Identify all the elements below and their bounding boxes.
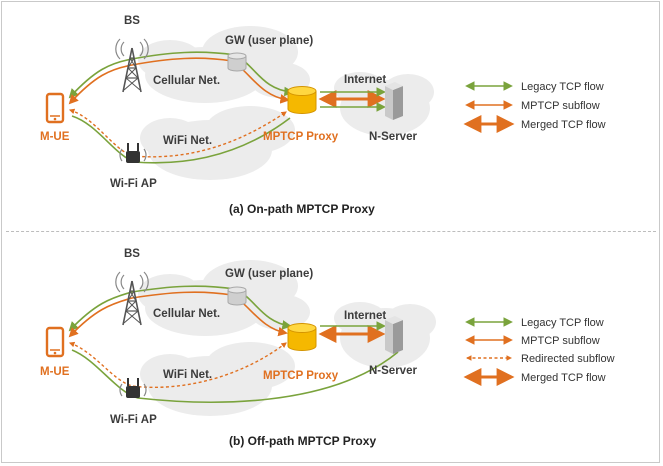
legend-a-legacy: Legacy TCP flow bbox=[521, 81, 604, 93]
wifi-ap-icon bbox=[119, 142, 147, 164]
proxy-label: MPTCP Proxy bbox=[263, 370, 339, 382]
gateway-cylinder-icon bbox=[227, 52, 247, 72]
mptcp-subflow-cellular bbox=[68, 291, 288, 338]
legacy-flow-wifi bbox=[71, 349, 399, 403]
wifi-net-label: WiFi Net. bbox=[163, 135, 212, 147]
legend-a-mptcp: MPTCP subflow bbox=[521, 100, 600, 112]
cellular-label: Cellular Net. bbox=[153, 75, 220, 87]
nserver-label: N-Server bbox=[369, 365, 417, 377]
legend-b-merged: Merged TCP flow bbox=[521, 372, 606, 384]
legacy-flow-wifi bbox=[71, 115, 291, 164]
phone-icon bbox=[45, 326, 65, 358]
wifi-cloud-icon bbox=[140, 342, 295, 416]
proxy-label: MPTCP Proxy bbox=[263, 131, 339, 143]
wifi-ap-label: Wi-Fi AP bbox=[110, 178, 157, 190]
bs-label: BS bbox=[124, 248, 140, 260]
proxy-cylinder-icon bbox=[287, 323, 317, 351]
nserver-label: N-Server bbox=[369, 131, 417, 143]
panel-b: BS GW (user plane) Cellular Net. Interne… bbox=[40, 248, 615, 448]
bs-label: BS bbox=[124, 15, 140, 27]
mue-label: M-UE bbox=[40, 366, 70, 378]
cellular-label: Cellular Net. bbox=[153, 308, 220, 320]
panel-divider bbox=[6, 231, 656, 232]
mptcp-subflow-cellular bbox=[68, 57, 290, 105]
mue-label: M-UE bbox=[40, 131, 70, 143]
legacy-flow-cellular bbox=[68, 51, 294, 99]
legend-b: Legacy TCP flow MPTCP subflow Redirected… bbox=[463, 317, 615, 386]
phone-icon bbox=[45, 92, 65, 124]
redirected-subflow bbox=[68, 341, 287, 389]
wifi-net-label: WiFi Net. bbox=[163, 369, 212, 381]
wifi-ap-label: Wi-Fi AP bbox=[110, 414, 157, 426]
legend-a: Legacy TCP flow MPTCP subflow Merged TCP… bbox=[463, 81, 606, 133]
server-icon bbox=[385, 82, 403, 120]
legend-b-mptcp: MPTCP subflow bbox=[521, 335, 600, 347]
panel-a: BS GW (user plane) Cellular Net. Interne… bbox=[40, 15, 606, 216]
gateway-cylinder-icon bbox=[227, 286, 247, 306]
internet-label: Internet bbox=[344, 74, 386, 86]
server-icon bbox=[385, 316, 403, 354]
legend-a-merged: Merged TCP flow bbox=[521, 119, 606, 131]
gw-label: GW (user plane) bbox=[225, 268, 313, 280]
legacy-flow-cellular bbox=[68, 285, 292, 332]
proxy-cylinder-icon bbox=[287, 86, 317, 114]
internet-label: Internet bbox=[344, 310, 386, 322]
caption-a: (a) On-path MPTCP Proxy bbox=[229, 202, 375, 216]
wifi-cloud-icon bbox=[140, 106, 295, 180]
gw-label: GW (user plane) bbox=[225, 35, 313, 47]
legend-b-redirected: Redirected subflow bbox=[521, 353, 615, 365]
legend-b-legacy: Legacy TCP flow bbox=[521, 317, 604, 329]
caption-b: (b) Off-path MPTCP Proxy bbox=[229, 434, 376, 448]
